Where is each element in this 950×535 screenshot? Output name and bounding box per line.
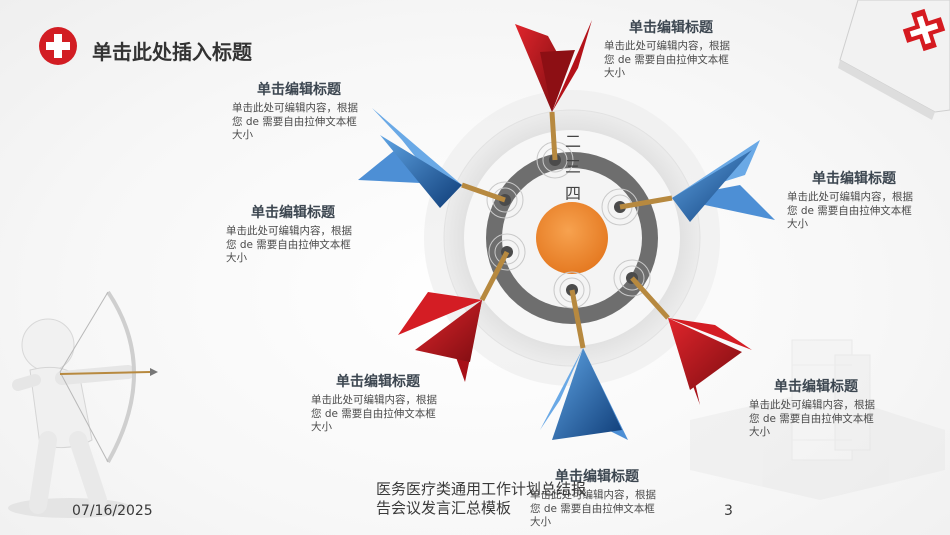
callout-left[interactable]: 单击编辑标题 单击此处可编辑内容，根据您 de 需要自由拉伸文本框大小 [226, 202, 360, 266]
callout-body: 单击此处可编辑内容，根据您 de 需要自由拉伸文本框大小 [530, 489, 656, 528]
dart-icon [619, 140, 775, 222]
callout-lower-right[interactable]: 单击编辑标题 单击此处可编辑内容，根据您 de 需要自由拉伸文本框大小 [749, 376, 883, 440]
ring-label: 三 [565, 157, 582, 176]
dart-icon [358, 108, 506, 208]
dart-icon [398, 250, 510, 382]
callout-bottom[interactable]: 单击编辑标题 单击此处可编辑内容，根据您 de 需要自由拉伸文本框大小 [530, 466, 664, 530]
page-number: 3 [724, 503, 733, 519]
callout-heading: 单击编辑标题 [774, 379, 858, 395]
first-aid-kit-icon [838, 0, 950, 120]
callout-body: 单击此处可编辑内容，根据您 de 需要自由拉伸文本框大小 [226, 225, 352, 264]
callout-heading: 单击编辑标题 [629, 20, 713, 36]
callout-body: 单击此处可编辑内容，根据您 de 需要自由拉伸文本框大小 [311, 394, 437, 433]
callout-upper-left[interactable]: 单击编辑标题 单击此处可编辑内容，根据您 de 需要自由拉伸文本框大小 [232, 79, 366, 143]
callout-body: 单击此处可编辑内容，根据您 de 需要自由拉伸文本框大小 [232, 102, 358, 141]
ring-label: 二 [565, 132, 582, 151]
callout-heading: 单击编辑标题 [251, 205, 335, 221]
red-cross-icon [39, 27, 77, 65]
archer-icon [8, 290, 158, 518]
footer-date: 07/16/2025 [72, 503, 153, 519]
callout-heading: 单击编辑标题 [336, 374, 420, 390]
callout-body: 单击此处可编辑内容，根据您 de 需要自由拉伸文本框大小 [604, 40, 730, 79]
callout-body: 单击此处可编辑内容，根据您 de 需要自由拉伸文本框大小 [787, 191, 913, 230]
callout-body: 单击此处可编辑内容，根据您 de 需要自由拉伸文本框大小 [749, 399, 875, 438]
building-icon [690, 339, 945, 500]
dart-icon [630, 276, 752, 405]
callout-top-right[interactable]: 单击编辑标题 单击此处可编辑内容，根据您 de 需要自由拉伸文本框大小 [604, 17, 738, 81]
callout-heading: 单击编辑标题 [555, 469, 639, 485]
callout-lower-left[interactable]: 单击编辑标题 单击此处可编辑内容，根据您 de 需要自由拉伸文本框大小 [311, 371, 445, 435]
ring-label: 四 [565, 184, 582, 203]
dartboard-icon [424, 90, 720, 386]
callout-heading: 单击编辑标题 [812, 171, 896, 187]
footer-title: 医务医疗类通用工作计划总结报告会议发言汇总模板 [376, 480, 587, 517]
callout-heading: 单击编辑标题 [257, 82, 341, 98]
slide-title[interactable]: 单击此处插入标题 [92, 40, 252, 64]
dart-icon [515, 20, 592, 161]
callout-right[interactable]: 单击编辑标题 单击此处可编辑内容，根据您 de 需要自由拉伸文本框大小 [787, 168, 921, 232]
dart-icon [540, 289, 628, 440]
